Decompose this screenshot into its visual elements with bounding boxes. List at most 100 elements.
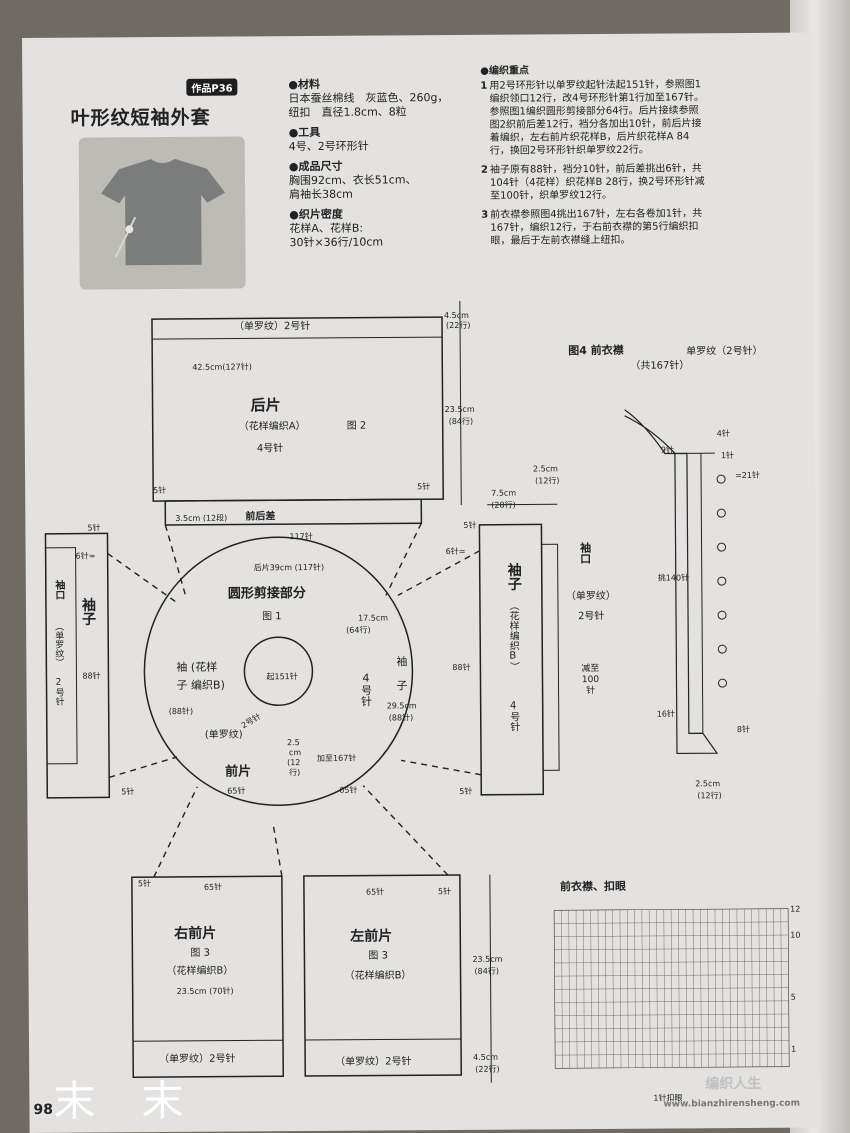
back-h1-rows: (22行): [445, 320, 471, 331]
yoke-inc: 加至167针: [317, 753, 357, 763]
right-front-5: 5针: [137, 879, 152, 889]
yoke-left-sts: (88针): [168, 706, 194, 716]
right-cuff-label: 袖口: [578, 542, 592, 565]
right-sleeve-6: 6针=: [445, 546, 466, 557]
yoke-right-sleeve: 袖: [396, 655, 408, 669]
fig4-8: 8针: [736, 724, 750, 735]
yoke-rib: (单罗纹): [204, 729, 243, 741]
left-cuff-rib: （单罗纹）: [53, 621, 64, 667]
right-sleeve-5a: 5针: [463, 520, 477, 530]
chart-grid-row: [554, 947, 789, 951]
chart-row-10: 10: [790, 930, 801, 940]
yoke-front: 前片: [225, 764, 252, 780]
page-number: 98: [33, 1101, 54, 1118]
right-sleeve-needle: 4号针: [507, 700, 519, 732]
back-diff: 3.5cm (12段): [175, 513, 228, 523]
left-sleeve-5a: 5针: [87, 523, 101, 533]
right-front-rib: （单罗纹）2号针: [159, 1053, 236, 1066]
left-cuff-label: 袖口: [52, 579, 64, 600]
chart-row-12: 12: [790, 904, 801, 914]
yoke-depth-rows: (64行): [346, 625, 371, 635]
right-sleeve-5b: 5针: [459, 786, 473, 796]
fig4-w-rows: (12行): [697, 791, 722, 801]
chart-row-1: 1: [791, 1044, 797, 1054]
fig4-pick: 挑140针: [657, 573, 690, 583]
site-url: www.bianzhirensheng.com: [663, 1098, 801, 1110]
fig4-w: 2.5cm: [695, 779, 721, 789]
yoke-title: 圆形剪接部分: [227, 586, 306, 602]
chart-grid-row: [554, 1013, 789, 1016]
fig4-4: 4针: [716, 429, 730, 439]
right-cuff-rib: （单罗纹）: [565, 590, 616, 603]
right-cuff-needle: 2号针: [578, 610, 605, 623]
yoke-right-65: 65针: [339, 785, 358, 795]
yoke-neck-rows-2: 行): [289, 768, 301, 778]
back-rib-label: （单罗纹）2号针: [233, 320, 311, 333]
chart-grid-row: [555, 1040, 790, 1043]
left-front-h-rows: (84行): [474, 966, 499, 976]
right-sleeve-label: 袖子: [505, 562, 522, 591]
right-front-name: 右前片: [174, 925, 217, 942]
sweater-illustration: [101, 158, 226, 266]
back-width: 42.5cm(127针): [192, 362, 252, 372]
fig4-sub2: （共167针）: [630, 360, 690, 372]
left-sleeve-5b: 5针: [121, 787, 135, 797]
left-front-h: 23.5cm: [472, 954, 503, 964]
right-sleeve-pattern: （花样编织B）: [506, 600, 519, 672]
back-117: 117针: [289, 531, 313, 542]
left-sleeve-sts: 88针: [82, 671, 101, 681]
yoke-neck-cm: 2.5: [286, 738, 300, 748]
back-st5b: 5针: [417, 482, 431, 492]
yoke-fig: 图 1: [262, 611, 282, 623]
right-sleeve-c: 2.5cm: [532, 464, 558, 474]
left-front-pattern: （花样编织B）: [344, 970, 412, 982]
back-st5a: 5针: [153, 486, 167, 496]
yoke-right-cm: 29.5cm: [386, 701, 417, 711]
yoke-depth: 17.5cm: [358, 613, 389, 623]
chart-row-5: 5: [790, 992, 796, 1002]
back-pattern: （花样编织A）: [238, 421, 306, 433]
site-logo: 编织人生: [705, 1075, 762, 1093]
yoke-left-65: 65针: [227, 786, 246, 796]
chart-grid-row: [554, 1026, 789, 1030]
schematic-lines: [44, 300, 790, 1083]
chart-grid-row: [554, 934, 789, 937]
chart-grid-row: [554, 921, 789, 924]
right-sleeve-c-rows: (12行): [535, 476, 560, 486]
back-h1: 4.5cm: [443, 310, 469, 321]
yoke-left-sleeve: 袖 (花样: [176, 660, 218, 674]
left-front-name: 左前片: [350, 928, 393, 945]
right-front-65: 65针: [203, 882, 223, 892]
chart-grid-row: [554, 987, 789, 990]
left-front-65: 65针: [365, 887, 385, 897]
watermark: 末末: [53, 1075, 230, 1126]
chart-title: 前衣襟、扣眼: [559, 879, 626, 894]
fig4-1: 1针: [720, 451, 735, 461]
left-front-5: 5针: [437, 887, 452, 897]
right-cuff-dec: 减至100针: [581, 663, 600, 697]
back-name: 后片: [250, 396, 281, 415]
fig4-16: 16针: [656, 709, 675, 719]
back-diff-label: 前后差: [245, 511, 276, 523]
back-h2-rows: (84行): [448, 416, 474, 427]
right-sleeve-sts: 88针: [452, 662, 471, 673]
yoke-back-label: 后片39cm (117针): [253, 562, 325, 573]
chart-grid-row: [555, 1053, 790, 1056]
back-needle: 4号针: [256, 443, 284, 455]
yoke-right-sleeve-2: 子: [396, 679, 408, 693]
chart-grid-row: [554, 974, 789, 977]
fig4-sub: 单罗纹（2号针）: [686, 345, 763, 358]
fig4-title: 图4 前衣襟: [568, 343, 624, 358]
right-front-width: 23.5cm (70针): [176, 986, 234, 996]
yoke-start: 起151针: [266, 672, 298, 682]
left-sleeve-label: 袖子: [79, 597, 97, 626]
garment-photo: [78, 136, 246, 290]
left-sleeve-6: 6针=: [75, 551, 96, 561]
back-fig: 图 2: [346, 420, 367, 432]
left-front-fig: 图 3: [368, 950, 389, 962]
yoke-neck-cm-2: cm: [288, 748, 302, 758]
left-cuff-needle: 2号针: [53, 677, 64, 706]
right-front-fig: 图 3: [190, 947, 210, 959]
left-front-h2: 4.5cm: [473, 1052, 499, 1062]
back-h2: 23.5cm: [444, 404, 475, 415]
